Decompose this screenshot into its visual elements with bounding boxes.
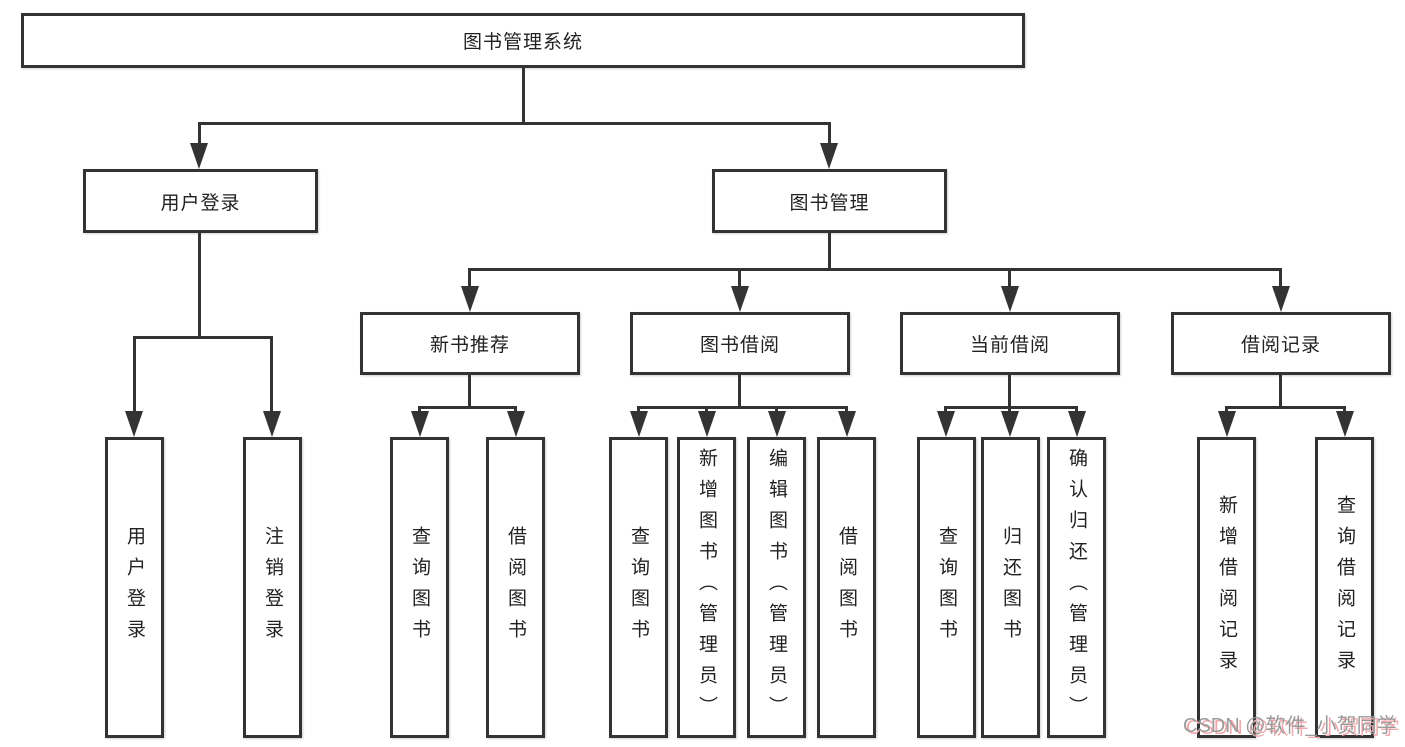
arrowhead-current-borrow	[1001, 286, 1019, 312]
connector-l2-bar	[198, 122, 831, 125]
leaf-borrow-books-label: 借阅图书	[836, 525, 857, 650]
leaf-edit-books-admin: 编辑图书（管理员）	[747, 437, 806, 738]
node-book-borrow: 图书借阅	[630, 312, 850, 375]
arrowhead-return-books	[1001, 411, 1019, 437]
arrowhead-borrow-query	[630, 411, 648, 437]
connector-g2-arm2	[514, 406, 517, 414]
connector-g3-arm1	[637, 406, 640, 414]
watermark-text: CSDN @软件_小贺同学	[1183, 715, 1397, 737]
connector-book-mgmt-stem	[828, 233, 831, 271]
arrowhead-book-management	[820, 143, 838, 169]
node-user-login: 用户登录	[83, 169, 318, 233]
arrowhead-borrow-records	[1272, 286, 1290, 312]
node-new-book-recommend-label: 新书推荐	[429, 335, 510, 356]
connector-l3-arm1	[468, 268, 471, 288]
leaf-confirm-return-admin-label: 确认归还（管理员）	[1066, 448, 1087, 727]
node-new-book-recommend: 新书推荐	[360, 312, 580, 375]
arrowhead-current-query	[937, 411, 955, 437]
arrowhead-edit-books	[768, 411, 786, 437]
connector-l2-left-stem	[198, 122, 201, 145]
arrowhead-confirm-return	[1068, 411, 1086, 437]
arrowhead-borrow-books	[838, 411, 856, 437]
connector-g1-bar	[133, 336, 273, 339]
leaf-add-books-admin: 新增图书（管理员）	[677, 437, 736, 738]
leaf-recommend-query-books: 查询图书	[390, 437, 449, 738]
node-root-label: 图书管理系统	[462, 32, 583, 53]
connector-g3-arm4	[845, 406, 848, 414]
connector-l3-arm3	[1008, 268, 1011, 288]
arrowhead-leaf-user-login	[125, 411, 143, 437]
connector-g3-arm3	[775, 406, 778, 414]
leaf-return-books: 归还图书	[981, 437, 1040, 738]
connector-g5-stem	[1279, 375, 1282, 408]
leaf-recommend-borrow-books: 借阅图书	[486, 437, 545, 738]
node-user-login-label: 用户登录	[160, 192, 241, 214]
arrowhead-add-books	[698, 411, 716, 437]
arrowhead-query-record	[1336, 411, 1354, 437]
node-borrow-records: 借阅记录	[1171, 312, 1391, 375]
connector-g3-bar	[638, 406, 848, 409]
watermark: CSDN @软件_小贺同学 CSDN @软件_小贺同学	[1183, 714, 1400, 739]
leaf-logout: 注销登录	[243, 437, 302, 738]
leaf-recommend-borrow-books-label: 借阅图书	[505, 525, 526, 650]
connector-g4-arm1	[944, 406, 947, 414]
leaf-recommend-query-books-label: 查询图书	[409, 525, 430, 650]
arrowhead-add-record	[1218, 411, 1236, 437]
arrowhead-user-login	[190, 143, 208, 169]
node-current-borrow-label: 当前借阅	[969, 335, 1050, 356]
connector-g5-bar	[1226, 406, 1345, 409]
arrowhead-recommend-query	[411, 411, 429, 437]
arrowhead-book-borrow	[731, 286, 749, 312]
leaf-query-borrow-record-label: 查询借阅记录	[1334, 494, 1355, 681]
connector-g4-stem	[1008, 375, 1011, 408]
connector-l3-arm4	[1279, 268, 1282, 288]
watermark-shadow-text: CSDN @软件_小贺同学	[1186, 717, 1400, 739]
connector-g2-arm1	[418, 406, 421, 414]
connector-g1-arm2	[270, 336, 273, 413]
node-root: 图书管理系统	[21, 13, 1025, 68]
leaf-current-query-books: 查询图书	[917, 437, 976, 738]
leaf-user-login-label: 用户登录	[124, 525, 145, 650]
connector-g5-arm1	[1225, 406, 1228, 414]
node-book-borrow-label: 图书借阅	[699, 335, 780, 356]
connector-user-login-stem	[198, 233, 201, 339]
connector-l3-bar	[469, 268, 1281, 271]
node-current-borrow: 当前借阅	[900, 312, 1120, 375]
node-book-management: 图书管理	[712, 169, 947, 233]
connector-g5-arm2	[1343, 406, 1346, 414]
leaf-edit-books-admin-label: 编辑图书（管理员）	[766, 448, 787, 727]
leaf-add-borrow-record-label: 新增借阅记录	[1216, 494, 1237, 681]
arrowhead-leaf-logout	[263, 411, 281, 437]
leaf-current-query-books-label: 查询图书	[936, 525, 957, 650]
connector-g2-stem	[468, 375, 471, 408]
connector-g3-stem	[738, 375, 741, 408]
connector-g4-arm2	[1008, 406, 1011, 414]
connector-g4-arm3	[1075, 406, 1078, 414]
connector-l2-right-stem	[828, 122, 831, 145]
connector-root-stem	[522, 68, 525, 125]
leaf-query-borrow-record: 查询借阅记录	[1315, 437, 1374, 738]
leaf-add-borrow-record: 新增借阅记录	[1197, 437, 1256, 738]
leaf-user-login: 用户登录	[105, 437, 164, 738]
leaf-borrow-query-books-label: 查询图书	[628, 525, 649, 650]
leaf-borrow-query-books: 查询图书	[609, 437, 668, 738]
node-book-management-label: 图书管理	[789, 192, 870, 214]
leaf-borrow-books: 借阅图书	[817, 437, 876, 738]
leaf-confirm-return-admin: 确认归还（管理员）	[1047, 437, 1106, 738]
arrowhead-recommend-borrow	[507, 411, 525, 437]
connector-g3-arm2	[705, 406, 708, 414]
connector-g1-arm1	[133, 336, 136, 413]
arrowhead-new-book-recommend	[461, 286, 479, 312]
leaf-return-books-label: 归还图书	[1000, 525, 1021, 650]
connector-l3-arm2	[738, 268, 741, 288]
node-borrow-records-label: 借阅记录	[1240, 335, 1321, 356]
leaf-add-books-admin-label: 新增图书（管理员）	[696, 448, 717, 727]
leaf-logout-label: 注销登录	[262, 525, 283, 650]
connector-g2-bar	[419, 406, 517, 409]
connector-g4-bar	[945, 406, 1078, 409]
